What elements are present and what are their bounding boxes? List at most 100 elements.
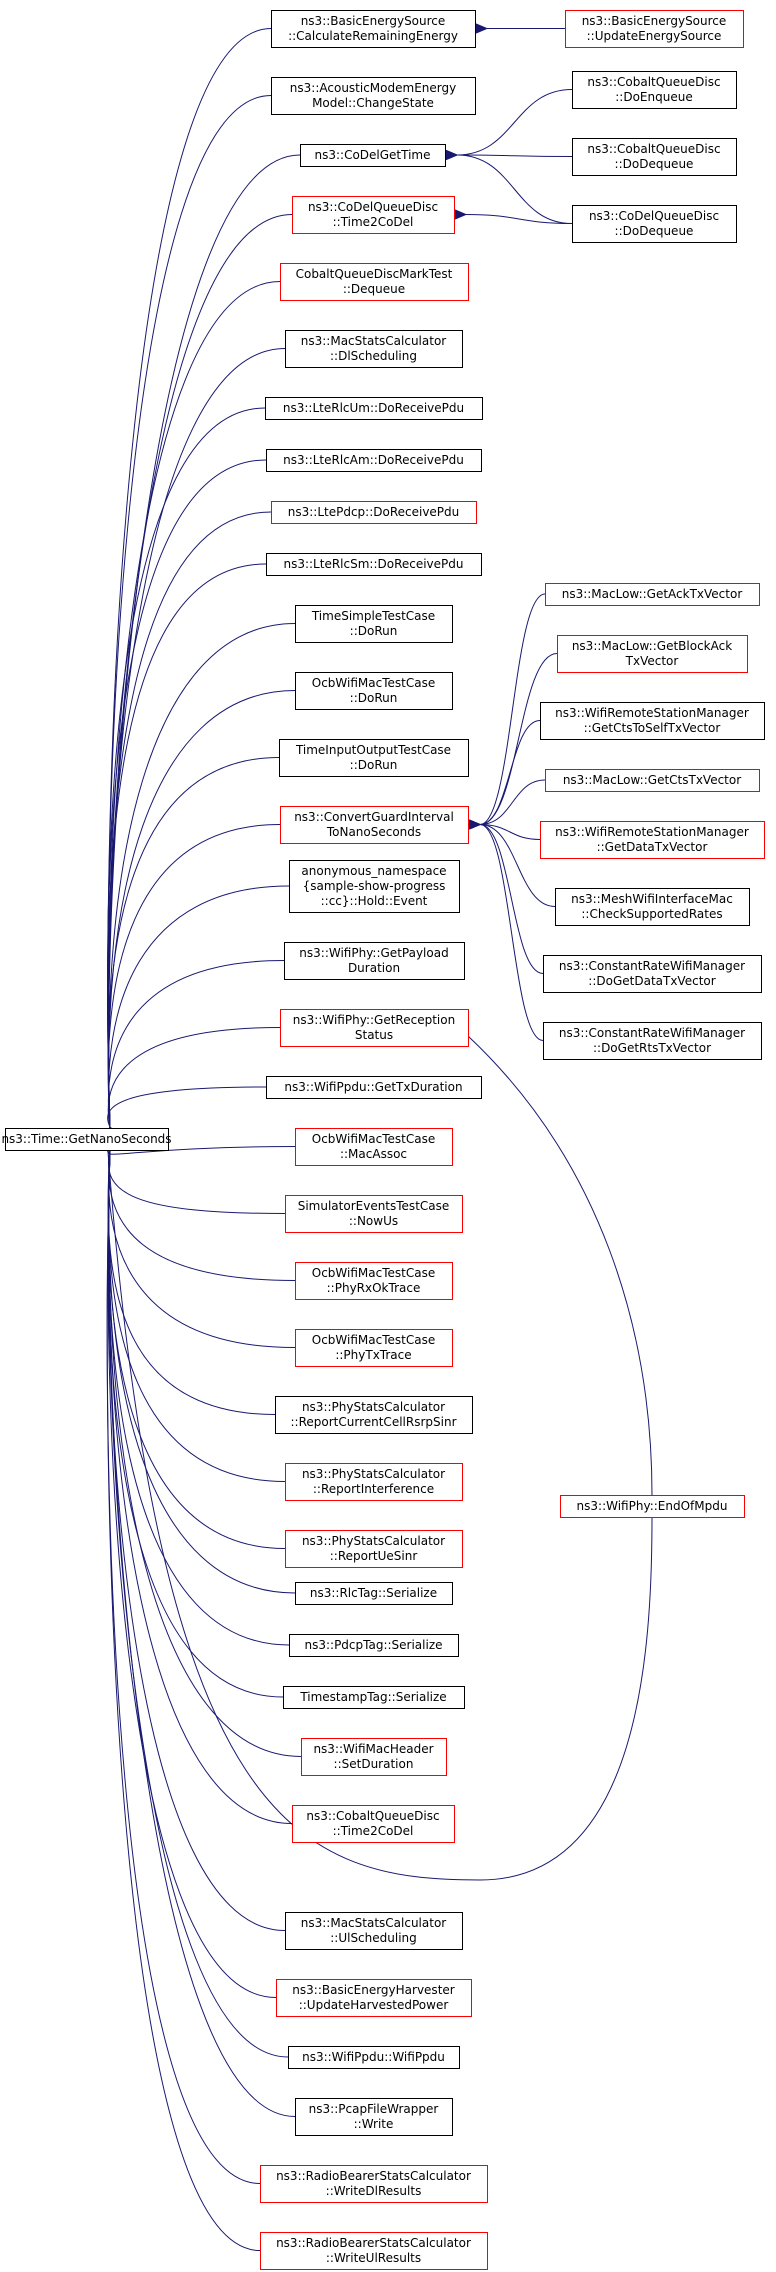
node-wifimachdr-setdur[interactable]: ns3::WifiMacHeader::SetDuration <box>301 1738 447 1776</box>
node-codel-get-time[interactable]: ns3::CoDelGetTime <box>300 144 446 167</box>
node-basic-energy-update[interactable]: ns3::BasicEnergySource::UpdateEnergySour… <box>565 10 744 48</box>
node-wifippdu-ctor[interactable]: ns3::WifiPpdu::WifiPpdu <box>288 2046 460 2069</box>
node-box[interactable] <box>260 2232 488 2270</box>
node-box[interactable] <box>266 553 482 576</box>
node-box[interactable] <box>283 1686 465 1709</box>
node-box[interactable] <box>285 1912 463 1950</box>
node-box[interactable] <box>295 1329 453 1367</box>
node-box[interactable] <box>265 397 483 420</box>
node-box[interactable] <box>266 1076 482 1099</box>
node-box[interactable] <box>543 1022 762 1060</box>
node-time-io-test[interactable]: TimeInputOutputTestCase::DoRun <box>279 739 469 777</box>
node-box[interactable] <box>557 635 748 673</box>
node-mac-get-ack[interactable]: ns3::MacLow::GetAckTxVector <box>545 583 760 606</box>
node-mac-get-cts[interactable]: ns3::MacLow::GetCtsTxVector <box>545 769 760 792</box>
node-box[interactable] <box>292 196 455 234</box>
node-codel-dequeue[interactable]: ns3::CoDelQueueDisc::DoDequeue <box>572 205 737 243</box>
node-box[interactable] <box>292 1805 455 1843</box>
node-box[interactable] <box>301 1738 447 1776</box>
node-box[interactable] <box>560 1495 745 1518</box>
node-cobalt-mark-test[interactable]: CobaltQueueDiscMarkTest::Dequeue <box>280 263 469 301</box>
node-box[interactable] <box>289 1634 459 1657</box>
node-mesh-check-rates[interactable]: ns3::MeshWifiInterfaceMac::CheckSupporte… <box>555 888 750 926</box>
node-box[interactable] <box>540 821 765 859</box>
node-box[interactable] <box>545 583 760 606</box>
node-time-simple-test[interactable]: TimeSimpleTestCase::DoRun <box>295 605 453 643</box>
node-sim-events-nowus[interactable]: SimulatorEventsTestCase::NowUs <box>285 1195 463 1233</box>
node-box[interactable] <box>266 449 482 472</box>
node-box[interactable] <box>555 888 750 926</box>
node-pdcptag-ser[interactable]: ns3::PdcpTag::Serialize <box>289 1634 459 1657</box>
node-constrate-rts[interactable]: ns3::ConstantRateWifiManager::DoGetRtsTx… <box>543 1022 762 1060</box>
node-box[interactable] <box>295 1582 453 1605</box>
node-box[interactable] <box>565 10 744 48</box>
node-energy-harvester[interactable]: ns3::BasicEnergyHarvester::UpdateHarvest… <box>276 1979 472 2017</box>
node-cobalt-dequeue-a[interactable]: ns3::CobaltQueueDisc::DoDequeue <box>572 138 737 176</box>
node-box[interactable] <box>276 1979 472 2017</box>
node-radio-ul[interactable]: ns3::RadioBearerStatsCalculator::WriteUl… <box>260 2232 488 2270</box>
node-box[interactable] <box>540 702 765 740</box>
node-box[interactable] <box>572 71 737 109</box>
node-wifippdu-txdur[interactable]: ns3::WifiPpdu::GetTxDuration <box>266 1076 482 1099</box>
node-box[interactable] <box>279 739 469 777</box>
node-pcap-write[interactable]: ns3::PcapFileWrapper::Write <box>295 2098 453 2136</box>
node-cobalt-enqueue[interactable]: ns3::CobaltQueueDisc::DoEnqueue <box>572 71 737 109</box>
node-box[interactable] <box>285 1463 463 1501</box>
node-timestamptag-ser[interactable]: TimestampTag::Serialize <box>283 1686 465 1709</box>
node-box[interactable] <box>280 263 469 301</box>
node-remote-data-tx[interactable]: ns3::WifiRemoteStationManager::GetDataTx… <box>540 821 765 859</box>
node-box[interactable] <box>545 769 760 792</box>
root-node-get-nano-seconds[interactable]: ns3::Time::GetNanoSeconds <box>1 1128 172 1151</box>
node-radio-dl[interactable]: ns3::RadioBearerStatsCalculator::WriteDl… <box>260 2165 488 2203</box>
node-wifiphy-endofmpdu[interactable]: ns3::WifiPhy::EndOfMpdu <box>560 1495 745 1518</box>
node-ocb-phytx[interactable]: OcbWifiMacTestCase::PhyTxTrace <box>295 1329 453 1367</box>
node-box[interactable] <box>284 942 465 980</box>
node-phystats-uesinr[interactable]: ns3::PhyStatsCalculator::ReportUeSinr <box>285 1530 463 1568</box>
node-codel-time2codel[interactable]: ns3::CoDelQueueDisc::Time2CoDel <box>292 196 455 234</box>
node-box[interactable] <box>295 605 453 643</box>
node-mac-stats-ul[interactable]: ns3::MacStatsCalculator::UlScheduling <box>285 1912 463 1950</box>
node-box[interactable] <box>285 1530 463 1568</box>
node-anon-hold-event[interactable]: anonymous_namespace{sample-show-progress… <box>289 860 460 913</box>
node-lte-rlc-sm[interactable]: ns3::LteRlcSm::DoReceivePdu <box>266 553 482 576</box>
node-box[interactable] <box>543 955 762 993</box>
node-box[interactable] <box>295 2098 453 2136</box>
node-box[interactable] <box>280 1009 469 1047</box>
node-box[interactable] <box>572 138 737 176</box>
node-lte-pdcp[interactable]: ns3::LtePdcp::DoReceivePdu <box>271 501 477 524</box>
node-cobalt-time2codel[interactable]: ns3::CobaltQueueDisc::Time2CoDel <box>292 1805 455 1843</box>
node-box[interactable] <box>271 10 476 48</box>
node-box[interactable] <box>300 144 446 167</box>
node-box[interactable] <box>260 2165 488 2203</box>
node-box[interactable] <box>288 2046 460 2069</box>
node-ocb-phyrxok[interactable]: OcbWifiMacTestCase::PhyRxOkTrace <box>295 1262 453 1300</box>
node-box[interactable] <box>275 1396 473 1434</box>
node-lte-rlc-um[interactable]: ns3::LteRlcUm::DoReceivePdu <box>265 397 483 420</box>
node-remote-cts-to-self[interactable]: ns3::WifiRemoteStationManager::GetCtsToS… <box>540 702 765 740</box>
node-phystats-interf[interactable]: ns3::PhyStatsCalculator::ReportInterfere… <box>285 1463 463 1501</box>
node-box[interactable] <box>5 1128 169 1151</box>
node-box[interactable] <box>271 501 477 524</box>
node-box[interactable] <box>295 1128 453 1166</box>
node-box[interactable] <box>295 1262 453 1300</box>
node-box[interactable] <box>285 330 463 368</box>
node-mac-stats-dl[interactable]: ns3::MacStatsCalculator::DlScheduling <box>285 330 463 368</box>
node-lte-rlc-am[interactable]: ns3::LteRlcAm::DoReceivePdu <box>266 449 482 472</box>
node-ocb-macassoc[interactable]: OcbWifiMacTestCase::MacAssoc <box>295 1128 453 1166</box>
node-acoustic-modem[interactable]: ns3::AcousticModemEnergyModel::ChangeSta… <box>271 77 476 115</box>
node-ocb-dorun[interactable]: OcbWifiMacTestCase::DoRun <box>295 672 453 710</box>
node-box[interactable] <box>289 860 460 913</box>
node-basic-energy-calc[interactable]: ns3::BasicEnergySource::CalculateRemaini… <box>271 10 476 48</box>
node-box[interactable] <box>285 1195 463 1233</box>
node-box[interactable] <box>271 77 476 115</box>
node-box[interactable] <box>572 205 737 243</box>
node-box[interactable] <box>295 672 453 710</box>
node-phystats-rsrp[interactable]: ns3::PhyStatsCalculator::ReportCurrentCe… <box>275 1396 473 1434</box>
node-box[interactable] <box>280 806 469 844</box>
node-constrate-data[interactable]: ns3::ConstantRateWifiManager::DoGetDataT… <box>543 955 762 993</box>
node-rlctag-ser[interactable]: ns3::RlcTag::Serialize <box>295 1582 453 1605</box>
